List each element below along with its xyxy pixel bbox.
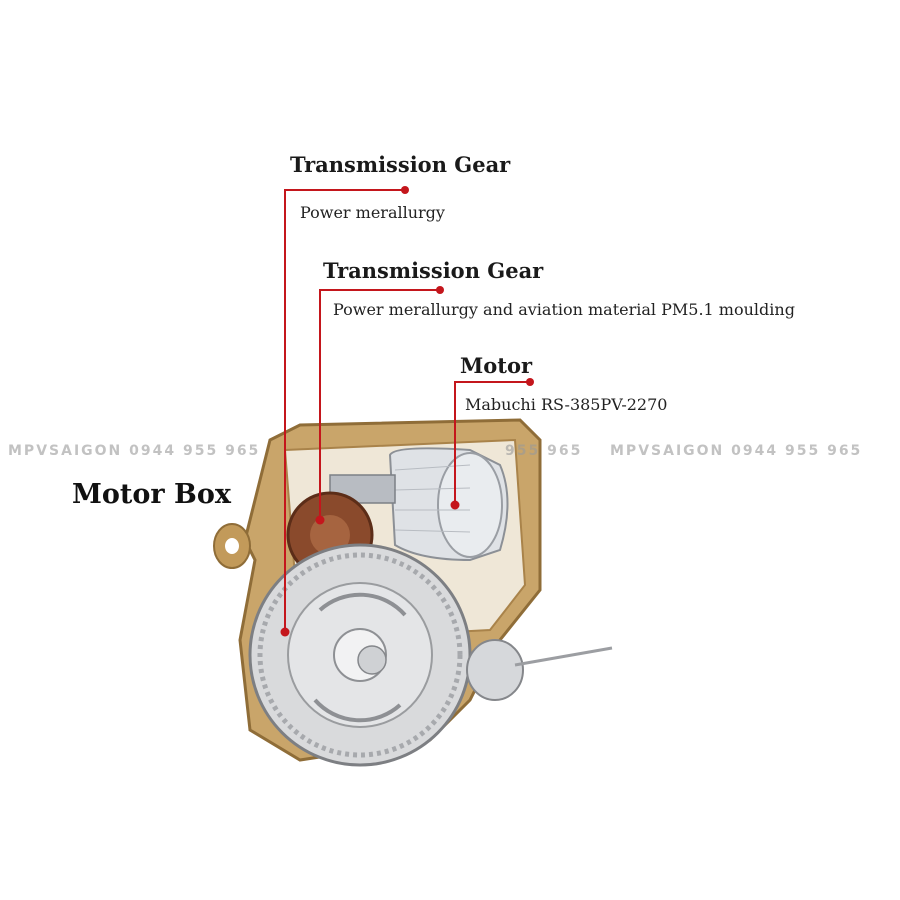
output-shaft [514, 646, 613, 667]
callout-detail-transmission-gear-2: Power merallurgy and aviation material P… [333, 300, 795, 319]
callout-dot [401, 186, 409, 194]
output-motor [466, 639, 524, 701]
watermark: 955 965 [505, 443, 583, 459]
callout-dot [436, 286, 444, 294]
callout-title-transmission-gear-2: Transmission Gear [323, 258, 544, 283]
callout-dot [315, 515, 325, 525]
callout-dot [280, 627, 290, 637]
watermark: MPVSAIGON 0944 955 965 [8, 443, 261, 459]
watermark: MPVSAIGON 0944 955 965 [610, 443, 863, 459]
callout-title-transmission-gear-1: Transmission Gear [290, 152, 511, 177]
diagram-title: Motor Box [72, 479, 231, 510]
callout-dot [526, 378, 534, 386]
callout-title-motor: Motor [460, 353, 533, 378]
callout-detail-transmission-gear-1: Power merallurgy [300, 203, 445, 222]
callout-dot [450, 500, 460, 510]
callout-detail-motor: Mabuchi RS-385PV-2270 [465, 395, 668, 414]
